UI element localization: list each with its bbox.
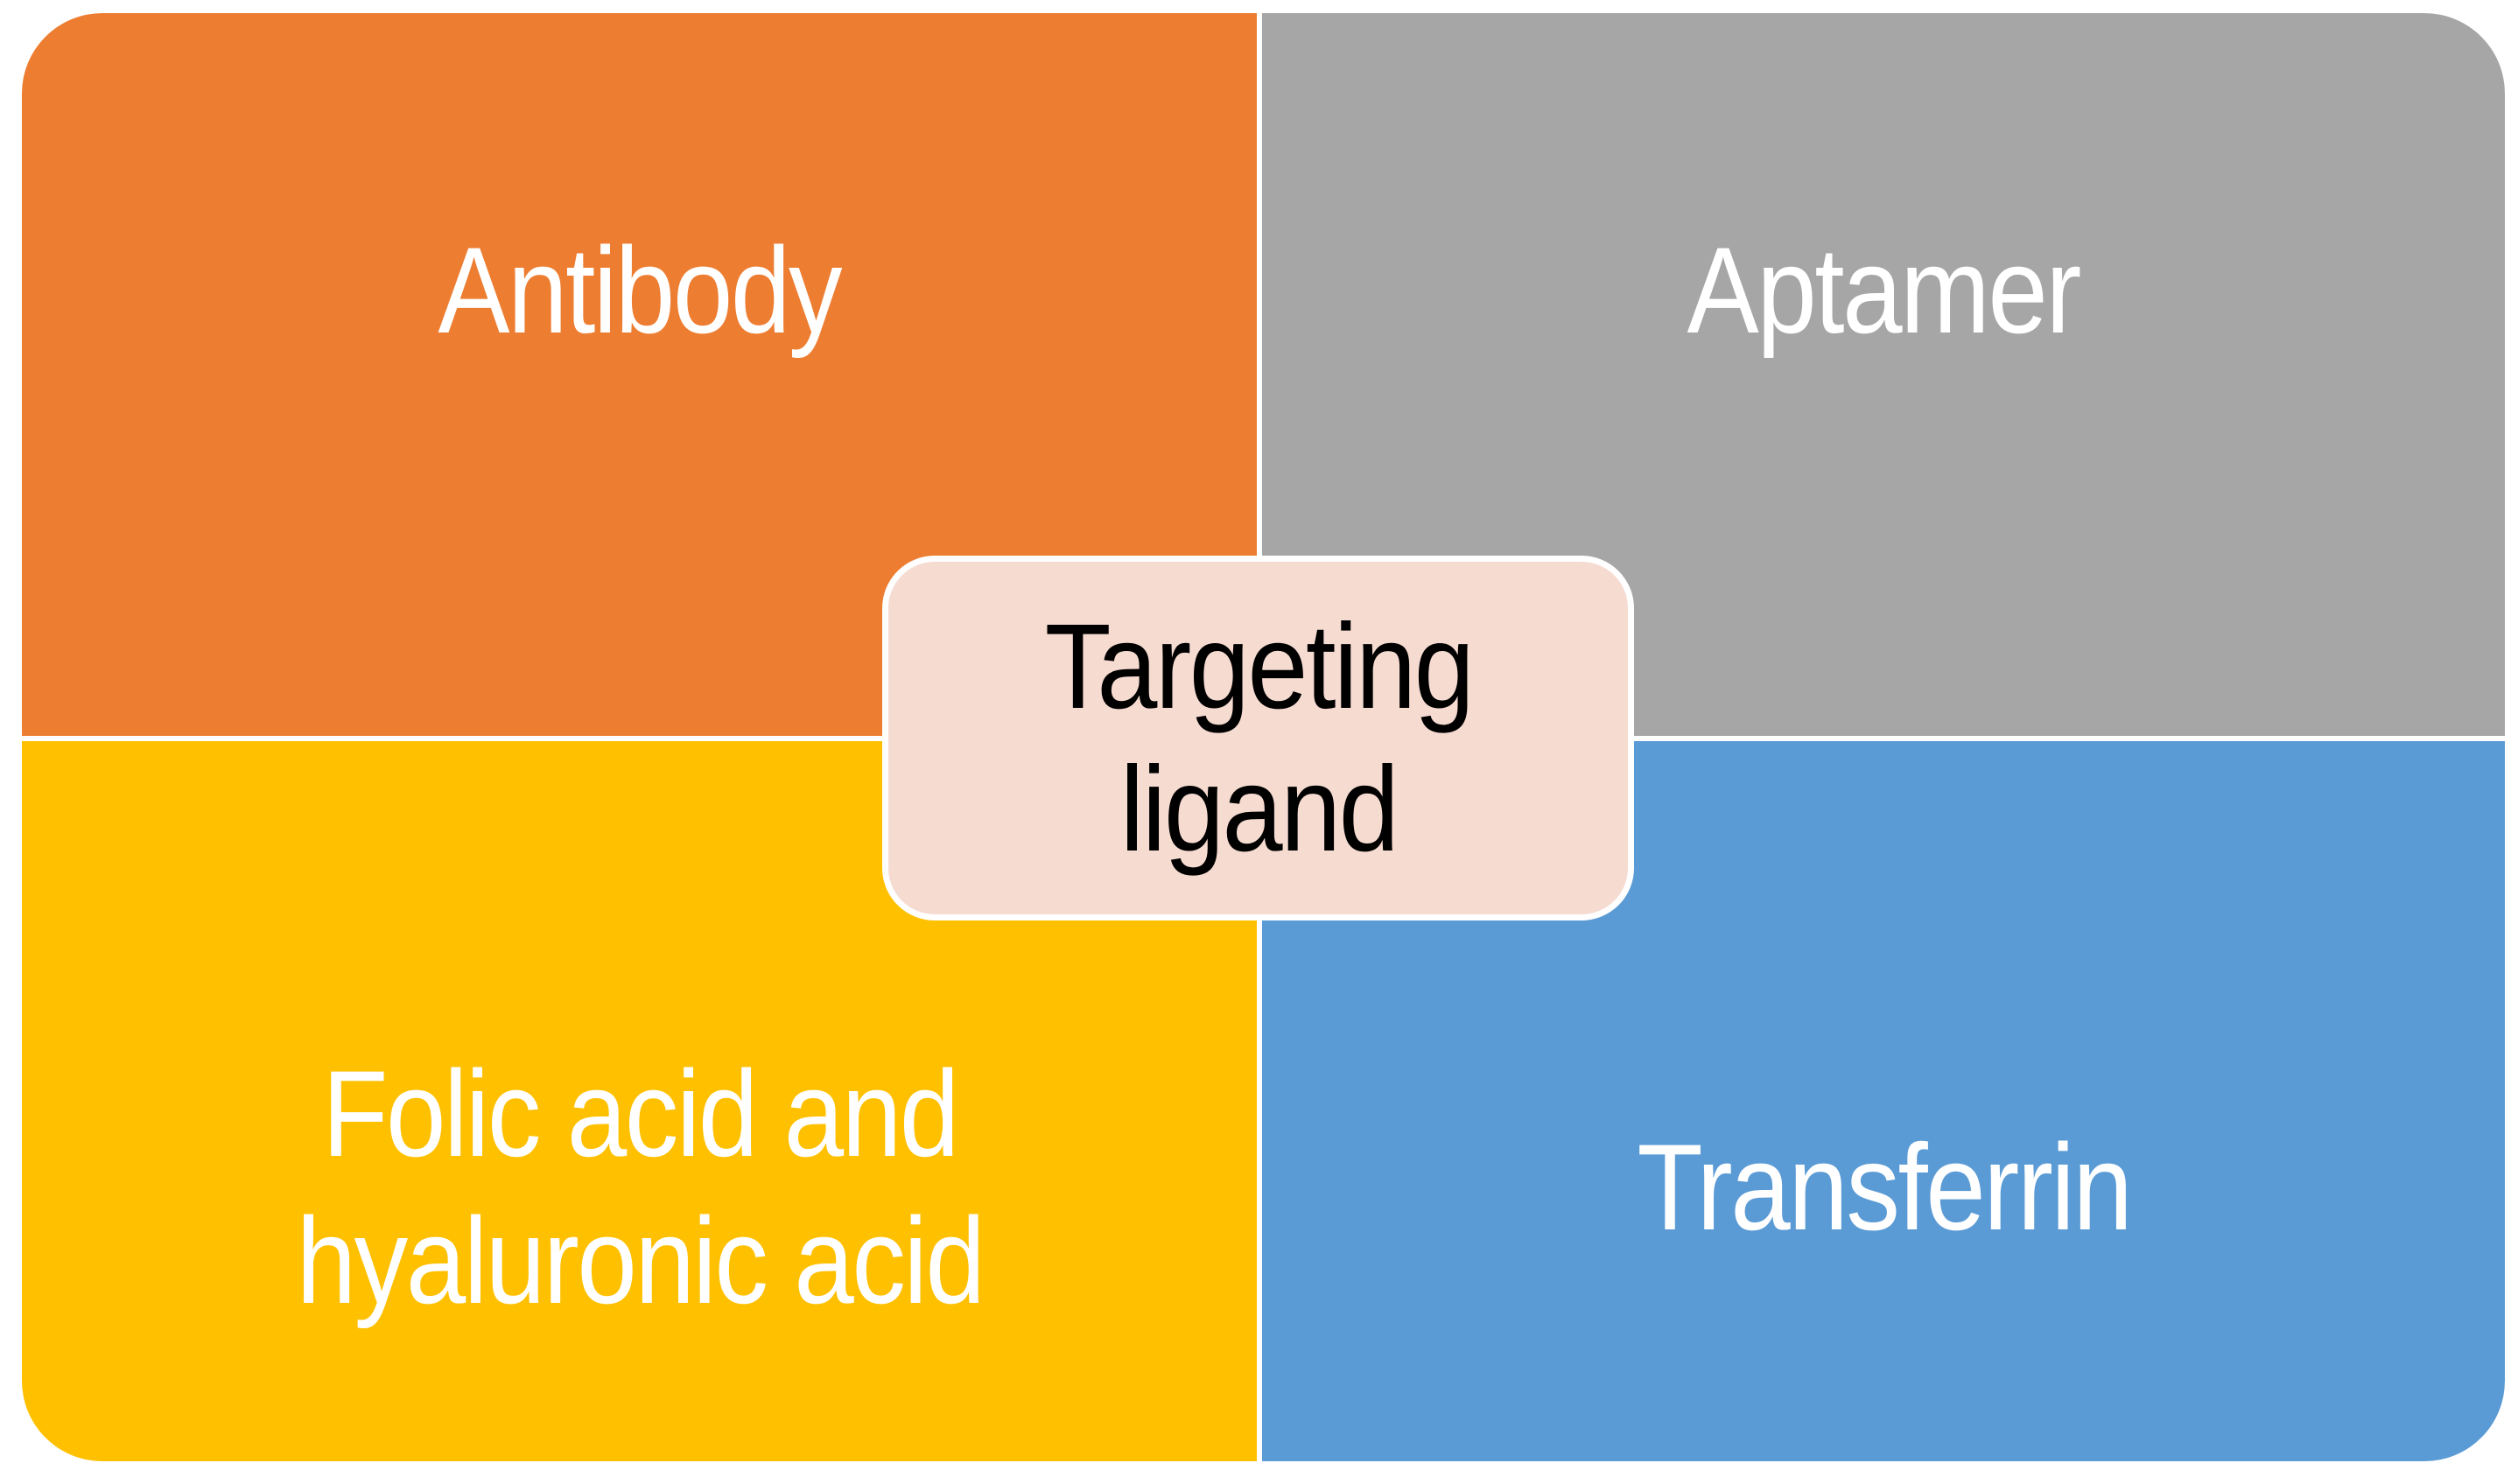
quadrant-aptamer-label: Aptamer bbox=[1262, 217, 2505, 364]
quadrant-antibody-text: Antibody bbox=[438, 221, 843, 359]
quadrant-transferrin-label: Transferrin bbox=[1262, 1114, 2505, 1261]
quadrant-folic-acid: Folic acid and hyaluronic acid bbox=[22, 741, 1257, 1461]
quadrant-antibody-label: Antibody bbox=[22, 217, 1257, 364]
center-box-label: Targeting ligand bbox=[1044, 598, 1474, 877]
quadrant-folic-acid-text: Folic acid and hyaluronic acid bbox=[296, 1045, 985, 1329]
quadrant-antibody: Antibody bbox=[22, 13, 1257, 736]
center-box: Targeting ligand bbox=[882, 556, 1634, 920]
quadrant-grid: Antibody Aptamer Folic acid and hyaluron… bbox=[22, 13, 2505, 1461]
quadrant-folic-acid-label: Folic acid and hyaluronic acid bbox=[137, 1040, 1143, 1334]
quadrant-aptamer-text: Aptamer bbox=[1687, 221, 2082, 359]
quadrant-transferrin-text: Transferrin bbox=[1637, 1118, 2132, 1256]
